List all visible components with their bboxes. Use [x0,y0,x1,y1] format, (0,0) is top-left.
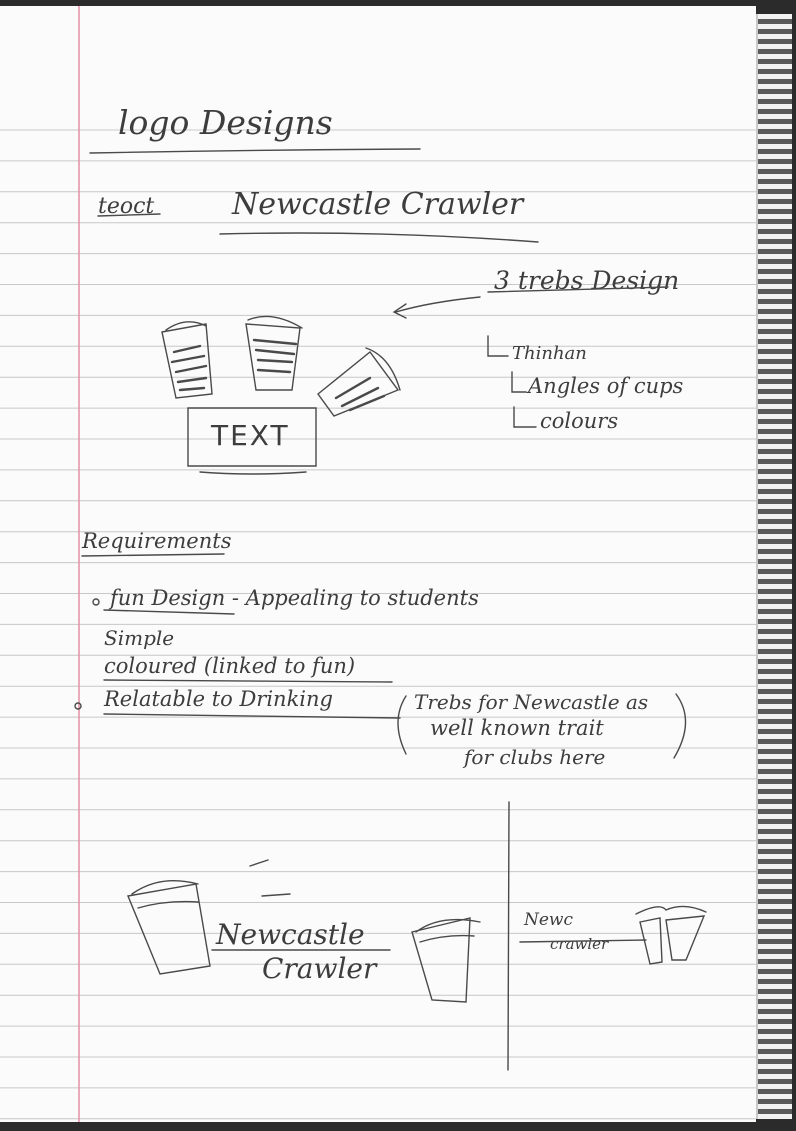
note-bracket-left [397,695,407,755]
design-title-underline [487,286,669,293]
large-cup-sketch-icon [411,917,481,1003]
text-label: teoct [98,194,155,219]
brand-name-text: Newcastle Crawler [232,187,524,222]
section-divider [507,801,510,1071]
page-title: logo Designs [118,103,333,142]
design-point-2: Angles of cups [528,374,684,398]
small-cup-sketch-icon [635,905,707,965]
sketch-text-label: TEXT [211,419,290,452]
cup-sketch-icon [317,347,401,417]
notebook-page: logo Designs teoct Newcastle Crawler 3 t… [0,6,756,1122]
cup-sketch-icon [245,315,303,391]
ruled-lines [0,6,756,1122]
small-logo-line-1: Newc [524,910,574,930]
title-underline [89,148,421,154]
requirement-underline [103,609,235,615]
note-line-2: well known trait [430,716,604,740]
design-point-1: Thinhan [512,343,587,364]
requirement-underline [103,679,393,683]
text-box-sketch [187,407,317,475]
name-underline [219,232,539,243]
note-line-1: Trebs for Newcastle as [414,690,649,714]
label-underline [97,213,161,217]
requirements-heading: Requirements [82,529,232,553]
requirements-underline [81,553,225,557]
requirement-2: Simple [104,626,175,650]
bullet-arrow-icon [487,335,509,357]
bullet-arrow-icon [513,406,537,428]
bullet-icon [74,702,82,710]
requirement-underline [103,713,401,719]
requirement-1: fun Design - Appealing to students [110,586,479,610]
requirement-4: Relatable to Drinking [104,687,333,711]
note-line-3: for clubs here [464,745,606,769]
small-logo-underline [519,939,647,943]
pencil-mark [249,859,291,897]
bullet-arrow-icon [511,371,527,393]
spiral-binding [756,14,792,1119]
bullet-icon [92,598,100,606]
design-point-3: colours [540,409,619,433]
note-bracket-right [673,693,687,759]
cup-sketch-icon [161,321,213,399]
logo-sketch-line-2: Crawler [262,952,377,985]
logo-sketch-line-1: Newcastle [216,918,365,951]
requirement-3: coloured (linked to fun) [104,654,356,678]
large-cup-sketch-icon [127,879,211,975]
pointer-arrow-icon [392,296,481,319]
pencil-sketches [74,148,707,1071]
